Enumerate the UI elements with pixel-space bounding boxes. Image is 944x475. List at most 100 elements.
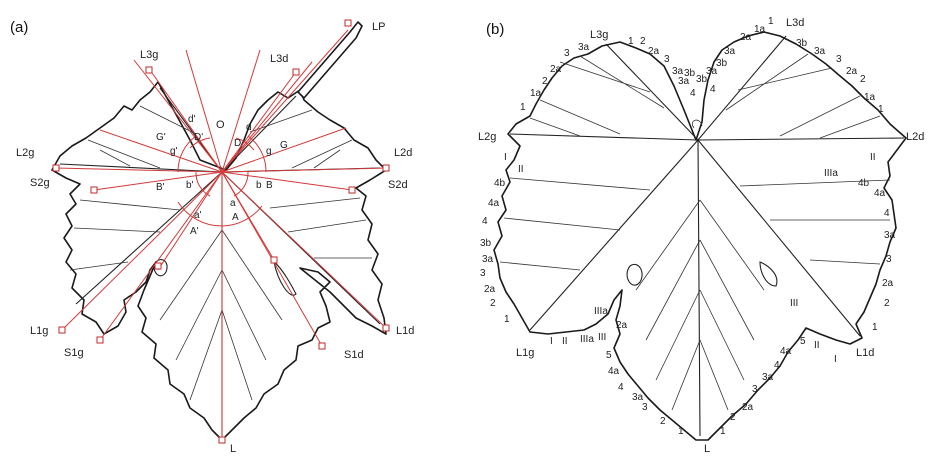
tooth-label: 2a	[846, 66, 858, 77]
label-L2g-a: L2g	[16, 147, 34, 159]
tooth-label: II	[814, 340, 820, 351]
angle-g: g	[266, 146, 272, 157]
tooth-label: 2a	[616, 320, 628, 331]
tooth-labels-top-right: 3a 2a 1a 1	[724, 16, 774, 57]
label-L3g-b: L3g	[590, 29, 608, 41]
tooth-label: 4b	[494, 178, 506, 189]
tooth-label: II	[870, 152, 876, 163]
point-labels-a: L3g L3d LP L2g L2d S2g S2d L1g L1d S1g S…	[16, 21, 414, 455]
label-L1g-b: L1g	[516, 347, 534, 359]
tooth-label: 1a	[864, 92, 876, 103]
angle-G: G	[280, 140, 288, 151]
tooth-label: III	[790, 298, 798, 309]
tooth-label: 4	[482, 216, 488, 227]
tooth-label: 2	[730, 412, 736, 423]
tooth-label: 2	[884, 298, 890, 309]
tooth-label: 3b	[480, 238, 492, 249]
label-L3g-a: L3g	[140, 49, 158, 61]
label-L1d-a: L1d	[396, 325, 414, 337]
tooth-label: II	[562, 336, 568, 347]
tooth-label: 4a	[488, 198, 500, 209]
tooth-label: 2	[640, 36, 646, 47]
angle-b: b	[256, 180, 262, 191]
tooth-label: 2a	[484, 284, 496, 295]
tooth-label: 3a	[632, 392, 644, 403]
veins-b	[499, 35, 905, 437]
tooth-label: 3	[836, 54, 842, 65]
tooth-label: 3a	[884, 230, 896, 241]
angle-g-prime: g'	[170, 146, 178, 157]
tooth-label: 1	[504, 314, 510, 325]
label-L3d-a: L3d	[270, 53, 288, 65]
tooth-labels-left-side: I II 4b 4a 4 3b 3a 3 2a 2 1	[480, 152, 524, 325]
angle-D-prime: D'	[194, 132, 203, 143]
panel-b: (b) L3g L3d L2g L2d L1g L1d	[478, 16, 924, 455]
tooth-label: 2a	[882, 278, 894, 289]
tooth-label: 3a	[762, 372, 774, 383]
tooth-label: 3a	[678, 76, 690, 87]
tooth-label: 4a	[608, 366, 620, 377]
tooth-label: 3	[886, 254, 892, 265]
petiole	[297, 21, 363, 99]
tooth-label: 2	[660, 416, 666, 427]
tooth-label: 3a	[578, 42, 590, 53]
tooth-label: 4a	[780, 346, 792, 357]
label-S1d: S1d	[344, 349, 364, 361]
tooth-label: 1	[678, 426, 684, 437]
tooth-label: 4a	[874, 188, 886, 199]
tooth-label: 4	[690, 88, 696, 99]
tooth-label: 2a	[742, 402, 754, 413]
angle-a: a	[230, 198, 236, 209]
tooth-label: 4	[884, 208, 890, 219]
label-S1g: S1g	[64, 347, 84, 359]
tooth-label: 4	[774, 360, 780, 371]
label-S2g: S2g	[30, 177, 50, 189]
tooth-label: 3b	[716, 58, 728, 69]
tooth-label: 4b	[858, 178, 870, 189]
angle-d: d	[246, 122, 252, 133]
label-L-b: L	[704, 443, 710, 455]
tooth-label: 4	[710, 84, 716, 95]
tooth-label: 1	[520, 102, 526, 113]
panel-a-label: (a)	[10, 19, 28, 36]
tooth-labels-top-left: 1 2 2a 3 3a	[628, 36, 684, 77]
tooth-label: I	[504, 152, 507, 163]
tooth-label: II	[518, 164, 524, 175]
tooth-label: 3a	[672, 66, 684, 77]
tooth-label: 3	[664, 54, 670, 65]
tooth-label: 2a	[648, 46, 660, 57]
tooth-label: III	[598, 332, 606, 343]
tooth-label: 1a	[754, 24, 766, 35]
angle-G-prime: G'	[156, 132, 166, 143]
tooth-label: I	[550, 336, 553, 347]
terminal-labels-b: L3g L3d L2g L2d L1g L1d L	[478, 17, 924, 455]
tooth-label: 5	[800, 336, 806, 347]
tooth-label: 3a	[482, 254, 494, 265]
tooth-labels-bottom-left: I II IIIa IIIa III 2a 5 4a 4 3a 3 2 1	[550, 306, 684, 437]
label-O-a: O	[216, 119, 225, 131]
tooth-label: 3a	[814, 46, 826, 57]
tooth-label: 5	[606, 350, 612, 361]
label-L2g-b: L2g	[478, 131, 496, 143]
label-L1g-a: L1g	[30, 325, 48, 337]
leaf-outline-a	[51, 81, 387, 441]
tooth-labels-bottom-right: 5 II I 4a 4 3a 3 2a 2 1	[720, 336, 837, 437]
angle-A-prime: A'	[190, 226, 199, 237]
tooth-label: 3	[480, 268, 486, 279]
tooth-label: 1	[878, 104, 884, 115]
angle-A: A	[232, 212, 239, 223]
tooth-label: 2a	[740, 32, 752, 43]
label-S2d: S2d	[388, 179, 408, 191]
angle-B-prime: B'	[156, 182, 165, 193]
tooth-label: 3	[752, 384, 758, 395]
tooth-label: IIIa	[594, 306, 608, 317]
tooth-label: 3b	[796, 38, 808, 49]
tooth-label: 3	[564, 48, 570, 59]
tooth-labels-upper-right: 3b 3a 3 2a 2 1a 1	[796, 38, 884, 115]
tooth-label: 2	[542, 76, 548, 87]
measurement-lines	[55, 29, 387, 440]
angle-a-prime: a'	[194, 210, 202, 221]
endpoint-dots	[52, 19, 390, 444]
